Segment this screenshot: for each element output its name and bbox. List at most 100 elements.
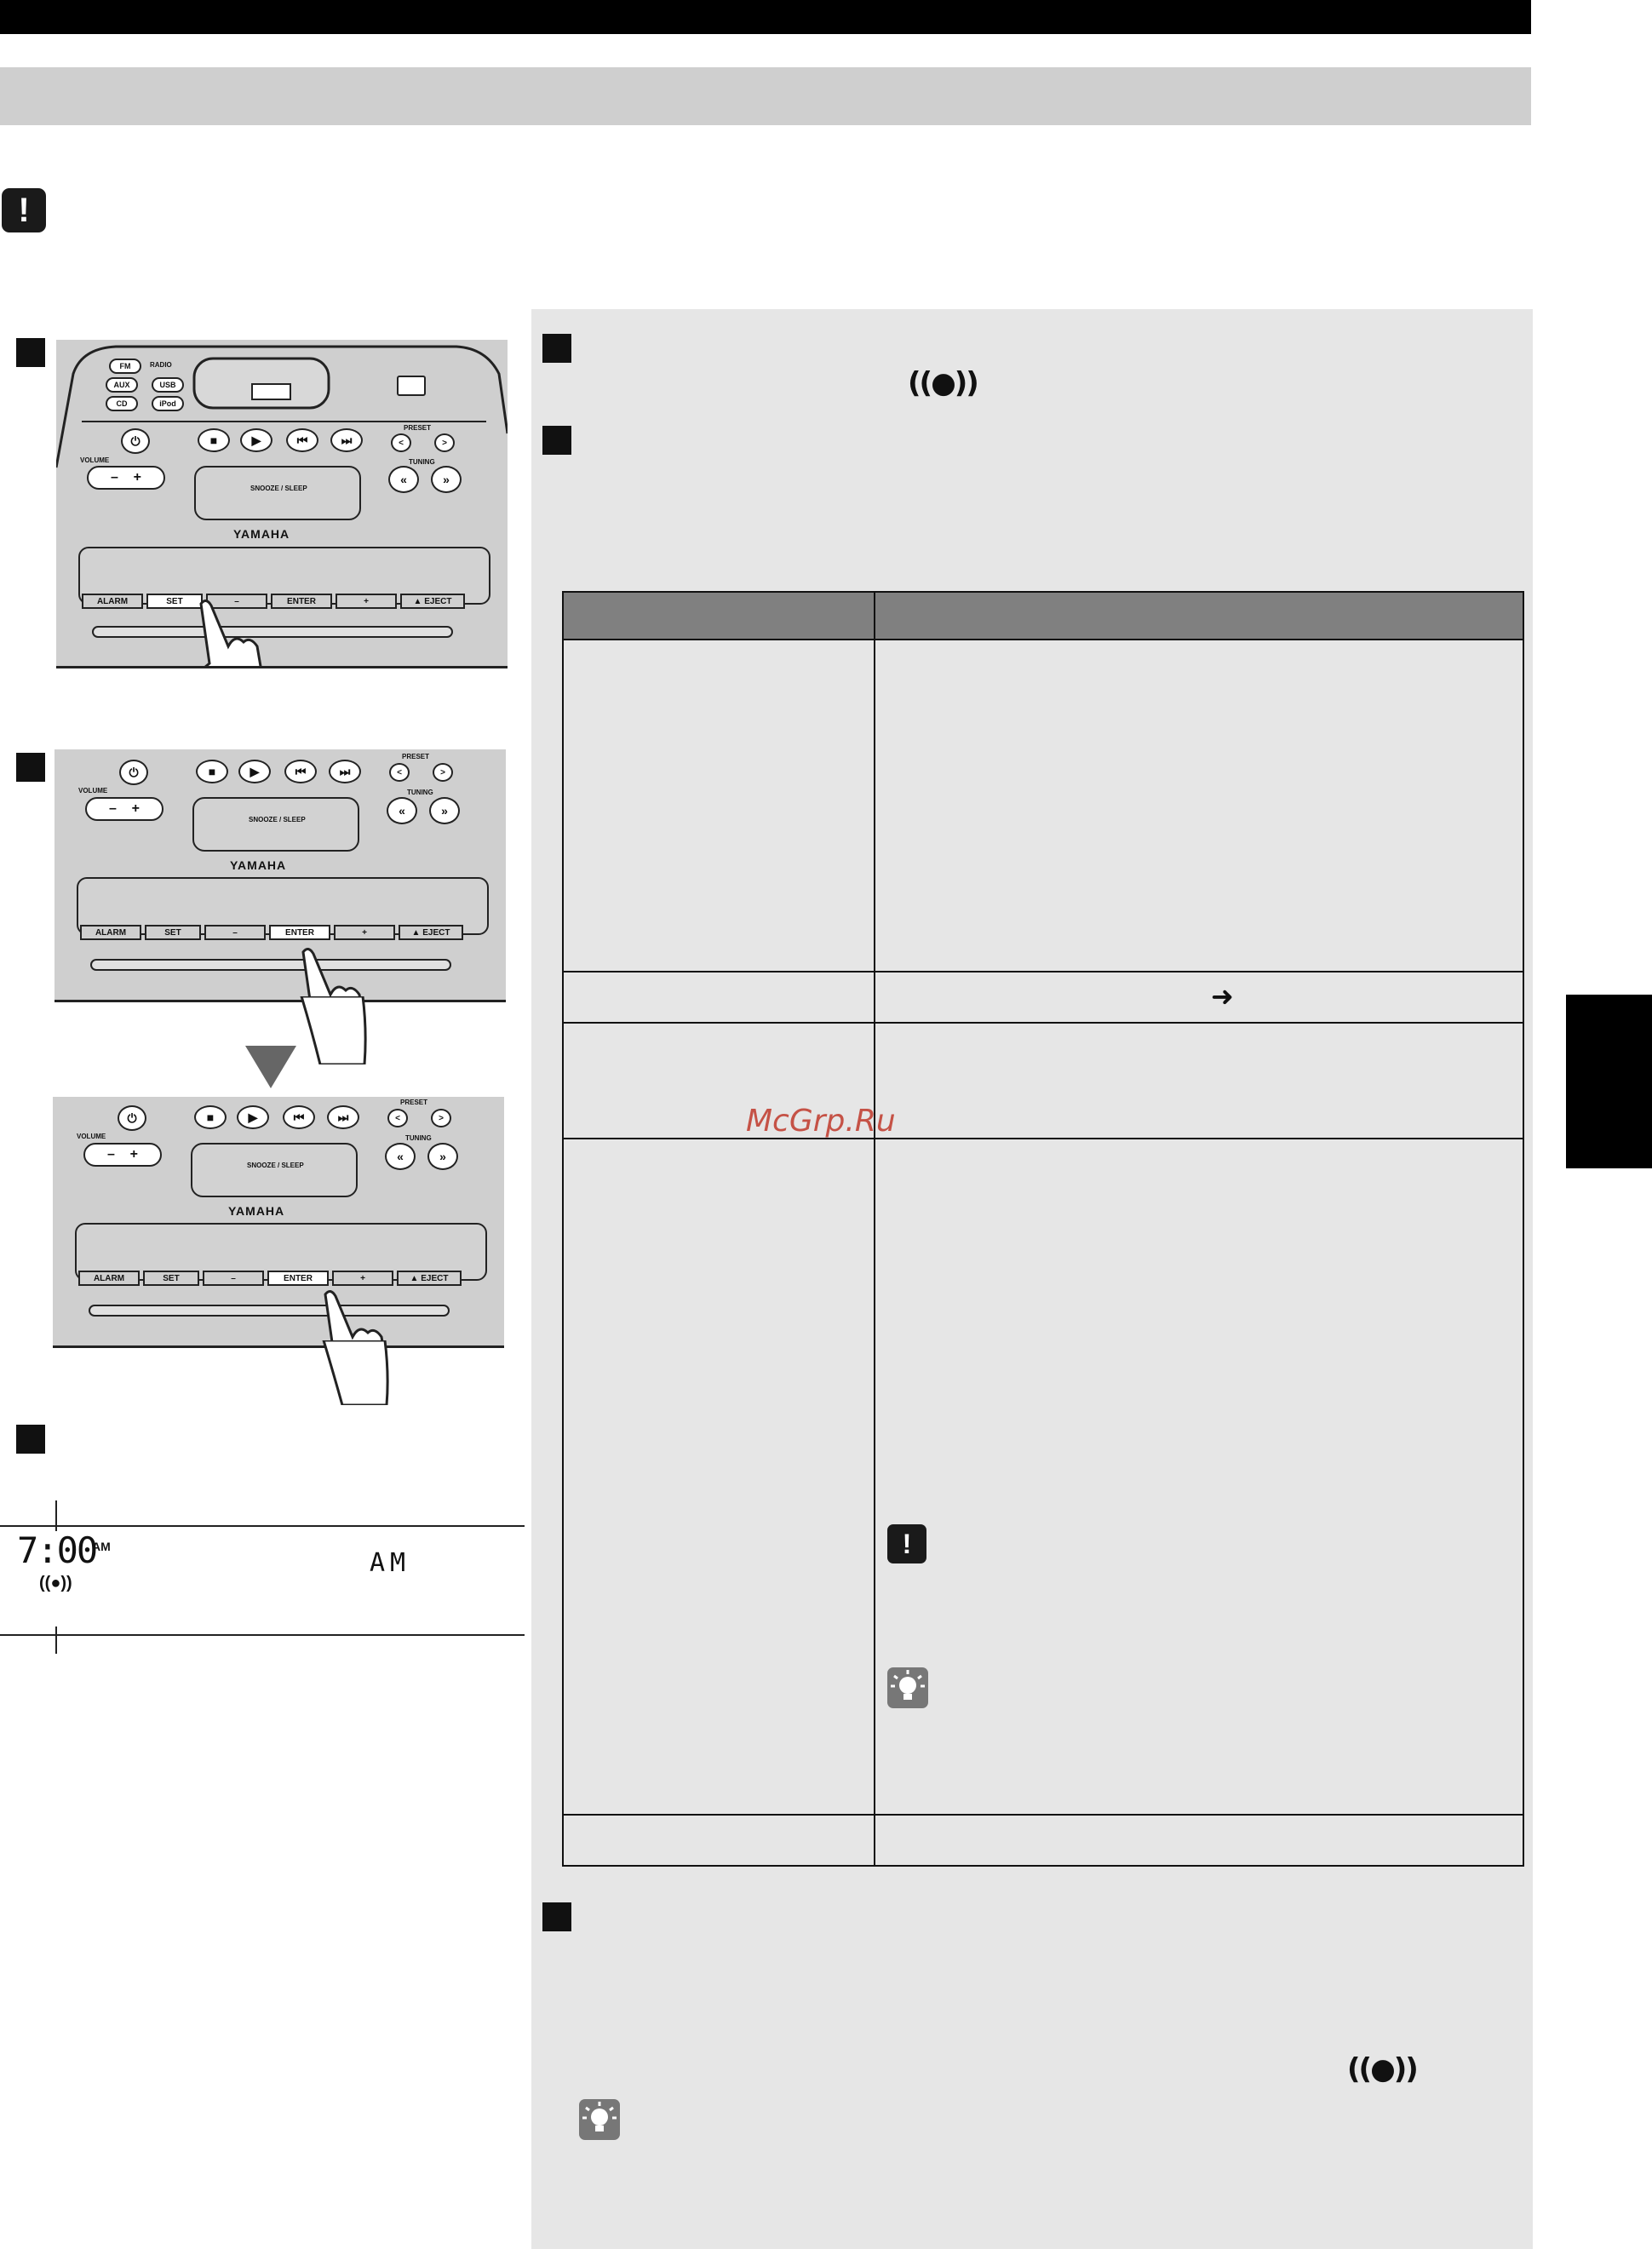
- lightbulb-icon: [579, 2099, 620, 2140]
- display-am-small: AM: [92, 1540, 111, 1553]
- next-button[interactable]: ⏭: [327, 1105, 359, 1129]
- hand-pointer-icon: [199, 600, 262, 666]
- hand-pointer-icon: [301, 948, 362, 1000]
- tuning-label: TUNING: [405, 1134, 432, 1142]
- preset-prev-button[interactable]: <: [391, 433, 411, 452]
- alarm-icon-2: ((●)): [1347, 2052, 1419, 2086]
- tuning-down-button[interactable]: «: [388, 466, 419, 493]
- snooze-sleep-button[interactable]: SNOOZE / SLEEP: [191, 1143, 358, 1197]
- snooze-label: SNOOZE / SLEEP: [249, 816, 306, 823]
- tuning-up-button[interactable]: »: [427, 1143, 458, 1170]
- prev-button[interactable]: ⏮: [283, 1105, 315, 1129]
- radio-label: RADIO: [150, 361, 172, 369]
- tuning-down-button[interactable]: «: [387, 797, 417, 824]
- cd-slot: [92, 626, 453, 638]
- minus-button[interactable]: –: [204, 925, 266, 940]
- plus-button[interactable]: +: [334, 925, 395, 940]
- chapter-side-tab: [1566, 995, 1652, 1168]
- display-lines-icon: [0, 1500, 525, 1654]
- cd-slot: [89, 1305, 450, 1317]
- volume-label: VOLUME: [80, 456, 110, 464]
- eject-button[interactable]: ▲ EJECT: [399, 925, 463, 940]
- enter-button[interactable]: ENTER: [267, 1271, 329, 1286]
- set-button[interactable]: SET: [143, 1271, 199, 1286]
- tuning-label: TUNING: [407, 789, 433, 796]
- snooze-label: SNOOZE / SLEEP: [250, 485, 307, 492]
- play-pause-button[interactable]: ▶: [240, 428, 272, 452]
- brand-logo: YAMAHA: [228, 1204, 285, 1218]
- tuning-down-button[interactable]: «: [385, 1143, 416, 1170]
- display-alarm-icon: ((●)): [39, 1574, 72, 1592]
- step-marker-2-right: [542, 426, 571, 455]
- display-am-big: AM: [370, 1548, 411, 1578]
- minus-button[interactable]: –: [206, 594, 267, 609]
- prev-button[interactable]: ⏮: [284, 760, 317, 783]
- volume-label: VOLUME: [78, 787, 108, 795]
- enter-button[interactable]: ENTER: [271, 594, 332, 609]
- alarm-icon: ((●)): [908, 366, 979, 400]
- next-button[interactable]: ⏭: [330, 428, 363, 452]
- minus-button[interactable]: –: [203, 1271, 264, 1286]
- preset-prev-button[interactable]: <: [389, 763, 410, 782]
- ipod-button[interactable]: iPod: [152, 396, 184, 411]
- power-button[interactable]: ⏻: [118, 1105, 146, 1131]
- tuning-up-button[interactable]: »: [431, 466, 462, 493]
- brand-logo: YAMAHA: [233, 527, 290, 541]
- volume-label: VOLUME: [77, 1133, 106, 1140]
- hand-pointer-tail-icon: [300, 996, 367, 1064]
- play-pause-button[interactable]: ▶: [237, 1105, 269, 1129]
- tuning-up-button[interactable]: »: [429, 797, 460, 824]
- display-clock: 7:00: [17, 1529, 98, 1571]
- stop-button[interactable]: ■: [194, 1105, 227, 1129]
- enter-button[interactable]: ENTER: [269, 925, 330, 940]
- volume-control[interactable]: – +: [87, 466, 165, 490]
- usb-port-icon: [397, 376, 426, 396]
- table-row-divider: [564, 1814, 1523, 1816]
- settings-table: ➜ !: [562, 591, 1524, 1867]
- set-button[interactable]: SET: [146, 594, 203, 609]
- stop-button[interactable]: ■: [196, 760, 228, 783]
- alarm-button[interactable]: ALARM: [80, 925, 141, 940]
- eject-button[interactable]: ▲ EJECT: [400, 594, 465, 609]
- device-illustration-set: FM RADIO AUX USB CD iPod ⏻ ■ ▶ ⏮ ⏭ PRESE…: [56, 340, 508, 668]
- aux-button[interactable]: AUX: [106, 377, 138, 393]
- step-marker-2-left: [16, 753, 45, 782]
- snooze-sleep-button[interactable]: SNOOZE / SLEEP: [194, 466, 361, 520]
- table-row-divider: [564, 1022, 1523, 1024]
- cd-button[interactable]: CD: [106, 396, 138, 411]
- plus-button[interactable]: +: [336, 594, 397, 609]
- prev-button[interactable]: ⏮: [286, 428, 318, 452]
- device-outline-icon: [56, 345, 508, 468]
- eject-button[interactable]: ▲ EJECT: [397, 1271, 462, 1286]
- power-button[interactable]: ⏻: [119, 760, 148, 785]
- front-button-strip: ALARM SET – ENTER + ▲ EJECT: [80, 925, 467, 940]
- preset-next-button[interactable]: >: [434, 433, 455, 452]
- hand-pointer-icon: [324, 1290, 385, 1345]
- front-button-strip: ALARM SET – ENTER + ▲ EJECT: [78, 1271, 465, 1286]
- preset-label: PRESET: [402, 753, 430, 760]
- section-title-bar: [0, 67, 1531, 125]
- hand-pointer-tail-icon: [322, 1340, 389, 1405]
- stop-button[interactable]: ■: [198, 428, 230, 452]
- set-button[interactable]: SET: [145, 925, 201, 940]
- volume-control[interactable]: – +: [83, 1143, 162, 1167]
- exclamation-icon: !: [887, 1524, 926, 1563]
- preset-next-button[interactable]: >: [433, 763, 453, 782]
- snooze-sleep-button[interactable]: SNOOZE / SLEEP: [192, 797, 359, 852]
- volume-control[interactable]: – +: [85, 797, 163, 821]
- fm-button[interactable]: FM: [109, 359, 141, 374]
- next-button[interactable]: ⏭: [329, 760, 361, 783]
- usb-button[interactable]: USB: [152, 377, 184, 393]
- alarm-button[interactable]: ALARM: [82, 594, 143, 609]
- play-pause-button[interactable]: ▶: [238, 760, 271, 783]
- preset-next-button[interactable]: >: [431, 1109, 451, 1127]
- lightbulb-icon: [887, 1667, 928, 1708]
- arrow-right-icon: ➜: [1211, 981, 1234, 1012]
- preset-label: PRESET: [400, 1099, 428, 1106]
- step-marker-3-right: [542, 1902, 571, 1931]
- plus-button[interactable]: +: [332, 1271, 393, 1286]
- preset-prev-button[interactable]: <: [387, 1109, 408, 1127]
- power-button[interactable]: ⏻: [121, 428, 150, 454]
- alarm-button[interactable]: ALARM: [78, 1271, 140, 1286]
- table-column-divider: [874, 593, 875, 1865]
